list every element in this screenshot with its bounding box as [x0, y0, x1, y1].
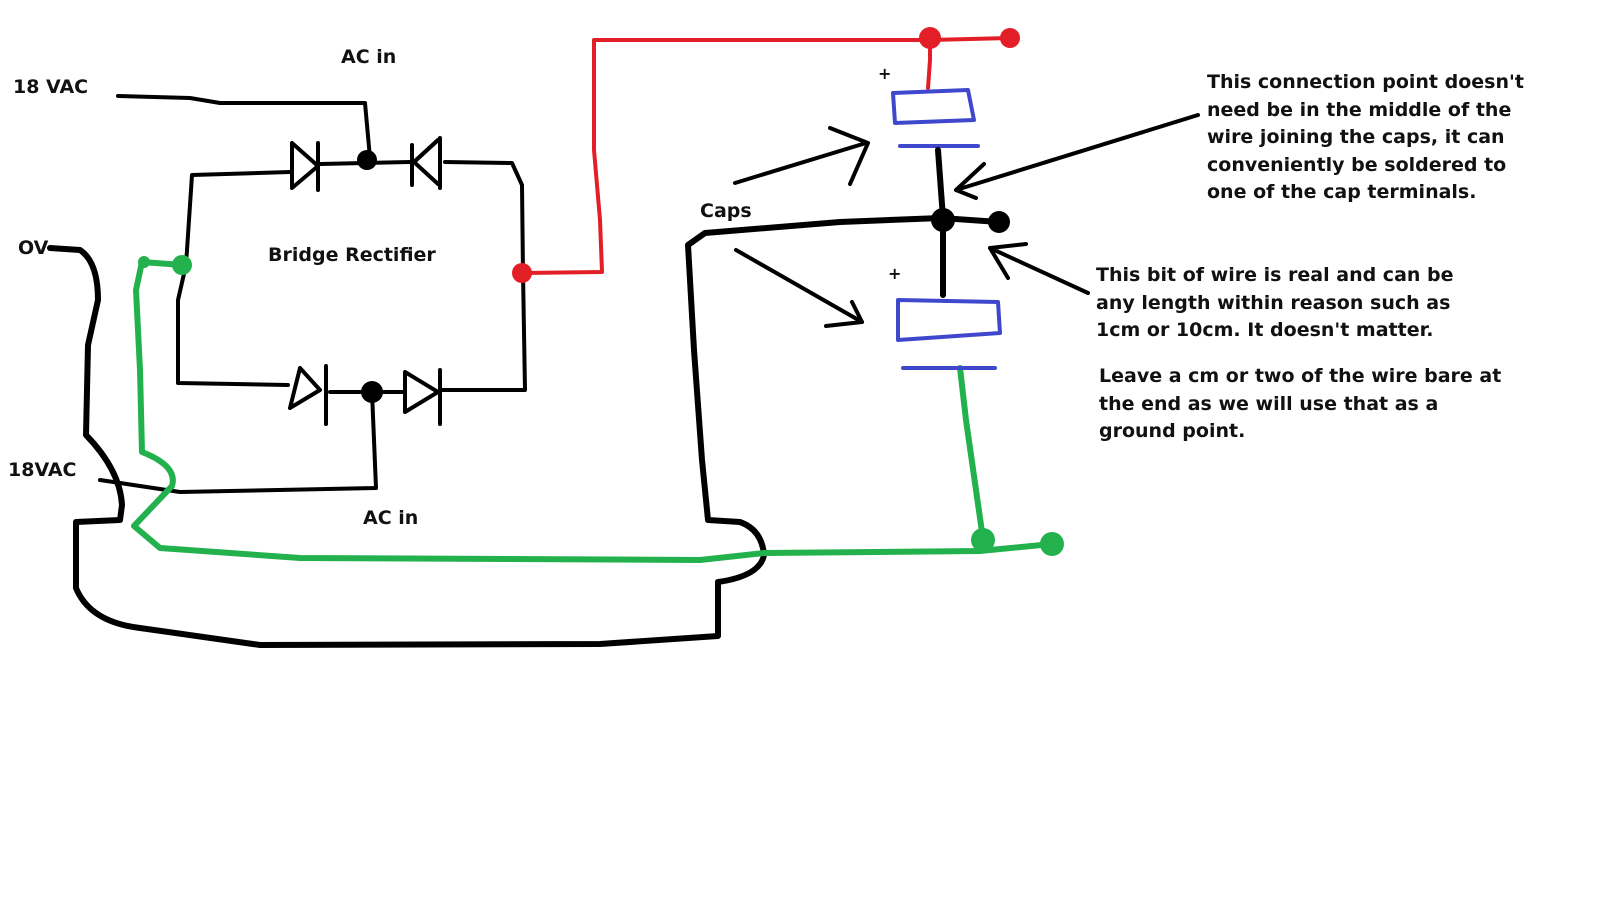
arrow-wire-bit — [988, 242, 1090, 295]
note-leave-bare: Leave a cm or two of the wire bare at th… — [1099, 365, 1502, 442]
arrow-caps-top — [733, 126, 870, 186]
capacitor-bottom — [896, 298, 1002, 370]
arrow-caps-bottom — [734, 248, 864, 328]
note-connection-point: This connection point doesn't need be in… — [1207, 71, 1524, 203]
label-18vac-bottom: 18VAC — [8, 459, 77, 481]
diode-bottom-right — [403, 368, 442, 426]
wire-0v-loop — [47, 215, 1002, 648]
diode-top-right — [410, 136, 442, 190]
bridge-rectifier — [98, 94, 527, 494]
label-plus-bottom: + — [888, 264, 902, 283]
wire-18vac-bottom — [98, 390, 378, 494]
label-plus-top: + — [878, 64, 892, 83]
capacitor-top — [891, 88, 980, 148]
note-wire-bit: This bit of wire is real and can be any … — [1096, 264, 1454, 341]
label-ac-in-bottom: AC in — [363, 507, 419, 529]
wire-ground-green — [131, 255, 1064, 563]
label-bridge-rectifier: Bridge Rectifier — [268, 244, 436, 266]
wire-positive — [512, 27, 1020, 283]
bridge-bottom-wire — [176, 263, 527, 394]
diode-bottom-left — [288, 364, 328, 426]
label-caps: Caps — [700, 200, 752, 222]
wire-between-caps — [931, 147, 1010, 298]
ac-node-top — [357, 150, 377, 170]
arrow-connection-point — [954, 113, 1200, 200]
wire-18vac-top — [116, 94, 372, 160]
label-ov: OV — [18, 237, 49, 259]
diode-top-left — [290, 141, 320, 192]
label-18vac-top: 18 VAC — [13, 76, 89, 98]
ac-node-bottom — [361, 381, 383, 403]
label-ac-in-top: AC in — [341, 46, 397, 68]
